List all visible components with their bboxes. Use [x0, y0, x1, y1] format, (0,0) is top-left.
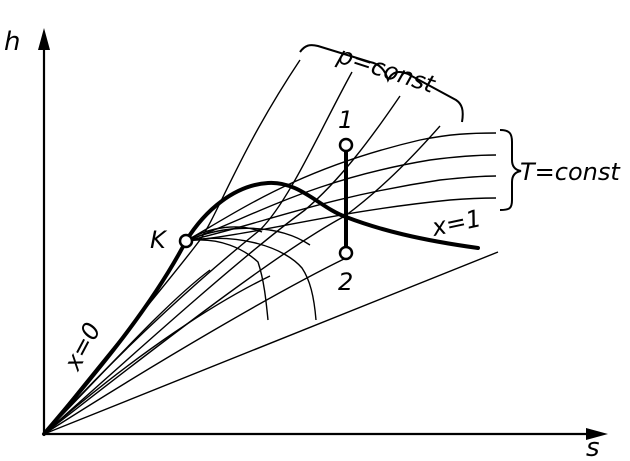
- isotherm-line: [185, 226, 263, 242]
- saturated-vapor-label: x=1: [428, 204, 483, 242]
- axes: [38, 28, 608, 440]
- isotherms: [185, 132, 497, 321]
- saturation-curve: [42, 180, 480, 436]
- isobar-line: [43, 59, 301, 435]
- isotherm-line: [185, 197, 497, 242]
- saturated-liquid-line: [42, 239, 188, 436]
- isobar-line: [43, 95, 401, 435]
- pressure-family-label: p=const: [333, 41, 440, 99]
- state-2-label: 2: [338, 268, 353, 296]
- isobar-line: [43, 251, 499, 435]
- isotherm-line: [185, 239, 269, 321]
- isobar-line: [43, 257, 347, 435]
- saturated-vapor-line: [184, 180, 480, 250]
- s-axis-label: s: [586, 433, 600, 461]
- h-axis-arrow: [38, 28, 50, 50]
- critical-point-label: K: [150, 226, 168, 254]
- isobar-line: [43, 125, 441, 435]
- isotherm-line: [185, 132, 497, 242]
- isotherm-line: [185, 227, 311, 246]
- s-axis-arrow: [586, 428, 608, 440]
- critical-point-marker: [178, 233, 194, 249]
- temperature-family-label: T=const: [520, 158, 621, 186]
- isobar-line: [43, 275, 271, 435]
- pressure-bracket: [299, 44, 464, 123]
- state-2-marker: [338, 245, 354, 261]
- state-1-marker: [338, 137, 354, 153]
- isotherm-line: [185, 154, 497, 242]
- isotherm-line: [185, 237, 317, 321]
- isobars: [43, 59, 499, 435]
- state-1-label: 1: [338, 106, 353, 134]
- temperature-bracket: [499, 129, 522, 211]
- isobar-line: [43, 71, 353, 435]
- h-axis-label: h: [4, 27, 20, 57]
